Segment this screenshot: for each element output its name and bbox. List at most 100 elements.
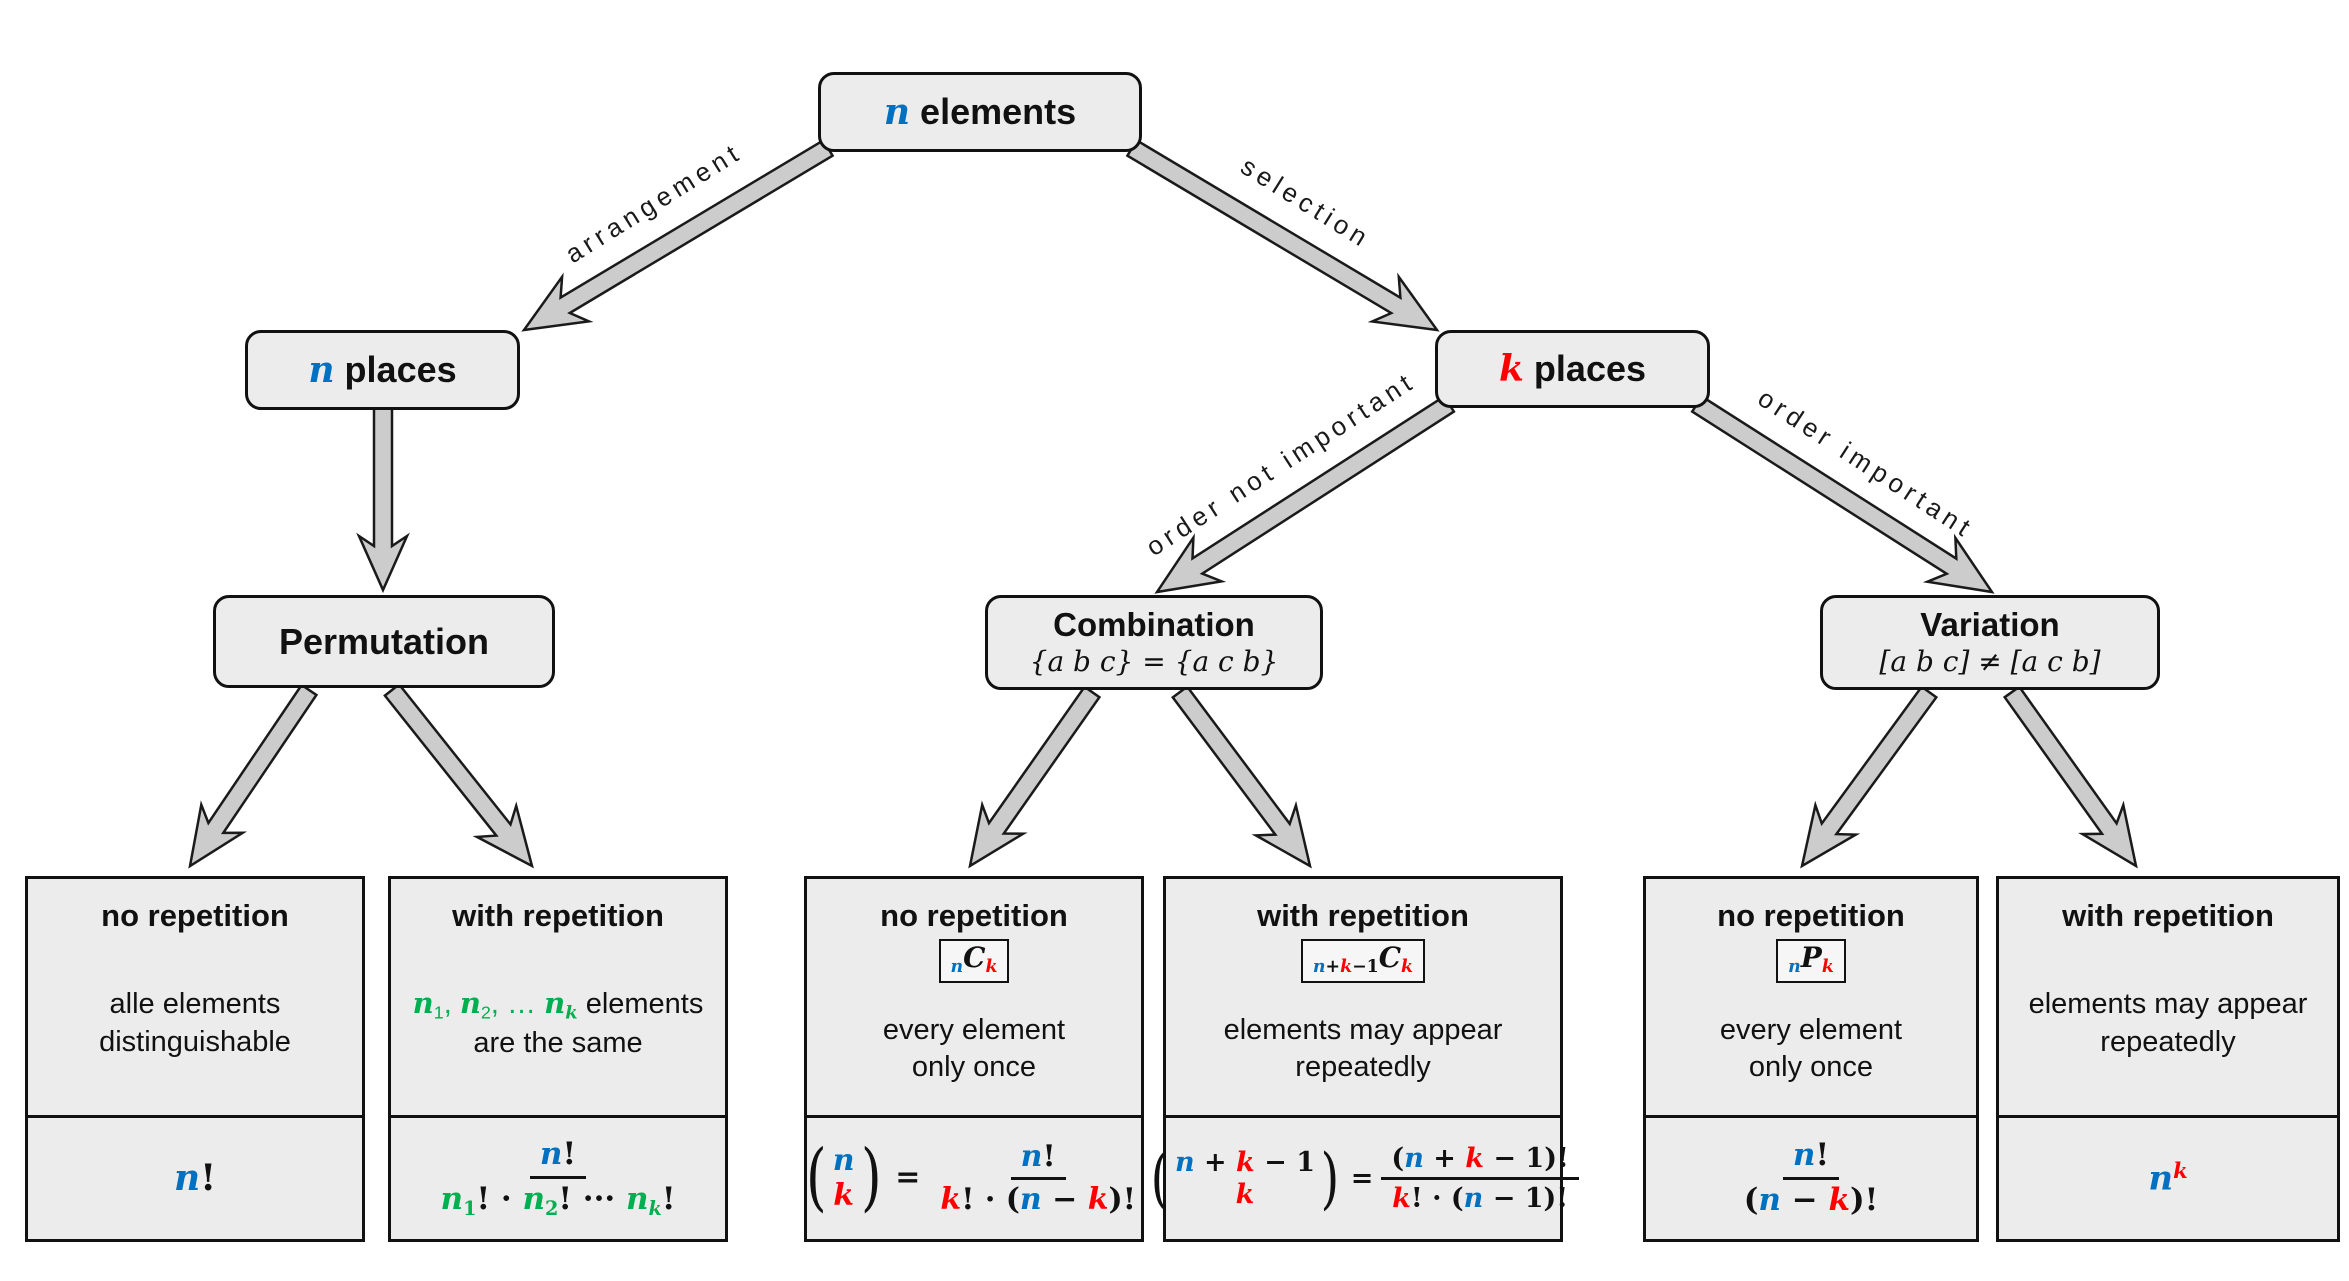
leaf-permutation-no-repetition-formula-cell: n! bbox=[28, 1118, 362, 1239]
desc-line: only once bbox=[1748, 1051, 1874, 1084]
description: every element only once bbox=[1720, 983, 1902, 1115]
leaf-permutation-no-repetition: no repetition alle elements distinguisha… bbox=[25, 876, 365, 1242]
formula-tokens: n! bbox=[174, 1156, 216, 1199]
desc-line: elements may appear bbox=[2028, 988, 2308, 1021]
leaf-variation-with-repetition: with repetition elements may appear repe… bbox=[1996, 876, 2340, 1242]
formula-multiset-binomial: ( n + k − 1 k ) = (n + k − 1)! k! · (n −… bbox=[1147, 1143, 1579, 1214]
arrow-combination-rep bbox=[1171, 684, 1312, 869]
formula-multiset-permutation: n! n1! · n2! ··· nk! bbox=[431, 1136, 686, 1220]
desc-line: every element bbox=[1719, 1013, 1903, 1046]
node-n-elements: n elements bbox=[818, 72, 1142, 152]
leaf-combination-with-repetition: with repetition n+k−1Ck elements may app… bbox=[1151, 876, 1579, 1242]
description: elements may appear repeatedly bbox=[1224, 983, 1503, 1115]
description: n1, n2, … nk elements are the same bbox=[413, 933, 704, 1115]
formula-tokens: nk bbox=[2148, 1157, 2188, 1199]
desc-line: only once bbox=[911, 1051, 1037, 1084]
desc-line: elements may appear bbox=[1223, 1013, 1503, 1046]
right-paren: ) bbox=[1320, 1139, 1340, 1217]
node-k-places: k places bbox=[1435, 330, 1710, 408]
formula-n-factorial: n! bbox=[174, 1156, 216, 1199]
leaf-combination-no-repetition: no repetition nCk every element only onc… bbox=[804, 876, 1144, 1242]
binomial-bottom: k bbox=[833, 1177, 855, 1213]
leaf-variation-with-repetition-top: with repetition elements may appear repe… bbox=[1999, 879, 2337, 1118]
binomial-top: n + k − 1 bbox=[1174, 1147, 1315, 1179]
fraction: n! k! · (n − k)! bbox=[930, 1139, 1146, 1218]
leaf-variation-no-repetition-top: no repetition nPk every element only onc… bbox=[1646, 879, 1976, 1118]
arrow-permutation-rep bbox=[383, 682, 534, 869]
binomial-column: n k bbox=[831, 1143, 857, 1213]
formula-n-power-k: nk bbox=[2148, 1157, 2188, 1199]
arrow-permutation-norep bbox=[188, 683, 319, 869]
binomial-top: n bbox=[832, 1143, 855, 1178]
numerator: n! bbox=[1782, 1138, 1840, 1180]
arrow-selection bbox=[1125, 138, 1440, 332]
leaf-combination-no-repetition-top: no repetition nCk every element only onc… bbox=[807, 879, 1141, 1118]
node-variation-subtitle: [a b c] ≠ [a c b] bbox=[1879, 644, 2101, 678]
notation-badge-nCk: nCk bbox=[938, 939, 1010, 984]
leaf-permutation-with-repetition-formula-cell: n! n1! · n2! ··· nk! bbox=[391, 1118, 725, 1239]
leaf-variation-no-repetition-formula-cell: n! (n − k)! bbox=[1646, 1118, 1976, 1239]
notation-badge-n+k-1Ck: n+k−1Ck bbox=[1300, 939, 1426, 984]
leaf-combination-no-repetition-formula-cell: ( n k ) = n! k! · (n − k)! bbox=[806, 1118, 1141, 1239]
denominator: n1! · n2! ··· nk! bbox=[440, 1180, 676, 1220]
leaf-permutation-no-repetition-top: no repetition alle elements distinguisha… bbox=[28, 879, 362, 1118]
desc-line: alle elements bbox=[109, 988, 281, 1021]
numerator: n! bbox=[529, 1136, 587, 1179]
node-permutation: Permutation bbox=[213, 595, 555, 688]
numerator: n! bbox=[1010, 1139, 1066, 1180]
heading: no repetition bbox=[1717, 898, 1905, 933]
node-n-elements-label: n elements bbox=[883, 90, 1077, 133]
leaf-permutation-with-repetition: with repetition n1, n2, … nk elements ar… bbox=[388, 876, 728, 1242]
arrow-nplaces-permutation bbox=[356, 406, 410, 594]
node-variation-label: Variation bbox=[1920, 606, 2060, 644]
node-combination-subtitle: {a b c} = {a c b} bbox=[1029, 644, 1279, 678]
heading: no repetition bbox=[880, 898, 1068, 933]
leaf-variation-no-repetition: no repetition nPk every element only onc… bbox=[1643, 876, 1979, 1242]
description: alle elements distinguishable bbox=[99, 933, 291, 1115]
right-paren: ) bbox=[860, 1135, 882, 1221]
arrow-arrangement bbox=[521, 138, 835, 332]
left-paren: ( bbox=[806, 1135, 827, 1221]
leaf-combination-with-repetition-top: with repetition n+k−1Ck elements may app… bbox=[1166, 879, 1560, 1118]
node-variation: Variation [a b c] ≠ [a c b] bbox=[1820, 595, 2160, 690]
desc-line: are the same bbox=[473, 1027, 643, 1060]
left-paren: ( bbox=[1150, 1139, 1170, 1217]
binomial: ( n k ) bbox=[802, 1135, 885, 1221]
desc-line: distinguishable bbox=[99, 1026, 291, 1059]
denominator: (n − k)! bbox=[1743, 1182, 1879, 1218]
leaf-combination-with-repetition-formula-cell: ( n + k − 1 k ) = (n + k − 1)! k! · (n −… bbox=[1151, 1118, 1579, 1239]
description: every element only once bbox=[883, 983, 1065, 1115]
binomial-column: n + k − 1 k bbox=[1173, 1147, 1317, 1209]
notation-badge-nPk: nPk bbox=[1776, 939, 1846, 984]
heading: with repetition bbox=[452, 898, 664, 933]
node-permutation-label: Permutation bbox=[278, 620, 490, 662]
heading: no repetition bbox=[101, 898, 289, 933]
binomial: ( n + k − 1 k ) bbox=[1147, 1139, 1343, 1217]
fraction: (n + k − 1)! k! · (n − 1)! bbox=[1381, 1143, 1579, 1214]
desc-line: n1, n2, … nk elements bbox=[412, 986, 704, 1024]
arrow-variation-rep bbox=[2002, 685, 2138, 869]
arrow-combination-norep bbox=[968, 685, 1102, 869]
node-combination: Combination {a b c} = {a c b} bbox=[985, 595, 1323, 690]
arrow-order-important bbox=[1690, 394, 1995, 594]
node-combination-label: Combination bbox=[1053, 606, 1255, 644]
heading: with repetition bbox=[1257, 898, 1469, 933]
equals-sign: = bbox=[1350, 1162, 1374, 1194]
desc-line: repeatedly bbox=[2100, 1026, 2236, 1059]
denominator: k! · (n − k)! bbox=[940, 1182, 1136, 1217]
description: elements may appear repeatedly bbox=[2029, 933, 2308, 1115]
numerator: (n + k − 1)! bbox=[1381, 1143, 1579, 1180]
node-n-places: n places bbox=[245, 330, 520, 410]
heading: with repetition bbox=[2062, 898, 2274, 933]
fraction: n! n1! · n2! ··· nk! bbox=[431, 1136, 686, 1220]
fraction: n! (n − k)! bbox=[1734, 1138, 1889, 1218]
arrow-order-not-important bbox=[1154, 394, 1456, 594]
denominator: k! · (n − 1)! bbox=[1392, 1183, 1569, 1214]
node-k-places-label: k places bbox=[1498, 347, 1647, 390]
node-n-places-label: n places bbox=[308, 348, 457, 391]
formula-falling-factorial: n! (n − k)! bbox=[1734, 1138, 1889, 1218]
leaf-variation-with-repetition-formula-cell: nk bbox=[1999, 1118, 2337, 1239]
leaf-permutation-with-repetition-top: with repetition n1, n2, … nk elements ar… bbox=[391, 879, 725, 1118]
